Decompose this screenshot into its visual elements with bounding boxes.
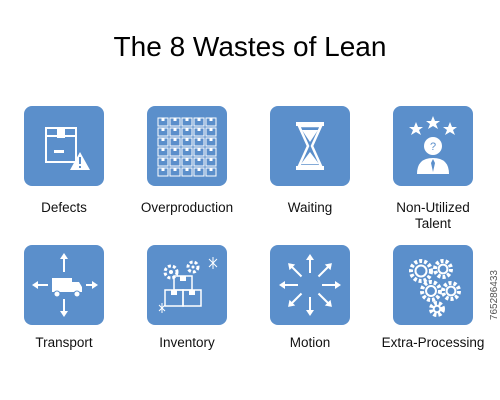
label-extra-processing: Extra-Processing — [381, 335, 485, 350]
gears-cluster-icon — [393, 245, 473, 325]
stacked-boxes-grid-icon — [147, 106, 227, 186]
boxes-gears-icon — [147, 245, 227, 325]
person-question-stars-icon: ? — [393, 106, 473, 186]
label-transport: Transport — [35, 335, 93, 350]
svg-text:?: ? — [430, 141, 436, 153]
label-overproduction: Overproduction — [140, 200, 234, 215]
hourglass-icon — [270, 106, 350, 186]
defects-icon — [24, 106, 104, 186]
page-title: The 8 Wastes of Lean — [113, 31, 387, 62]
label-motion: Motion — [289, 335, 331, 350]
label-waiting: Waiting — [287, 200, 333, 215]
radiating-arrows-icon — [270, 245, 350, 325]
label-inventory: Inventory — [159, 335, 215, 350]
label-defects: Defects — [41, 200, 87, 215]
truck-arrows-icon — [24, 245, 104, 325]
side-id: 765286433 — [489, 270, 500, 321]
